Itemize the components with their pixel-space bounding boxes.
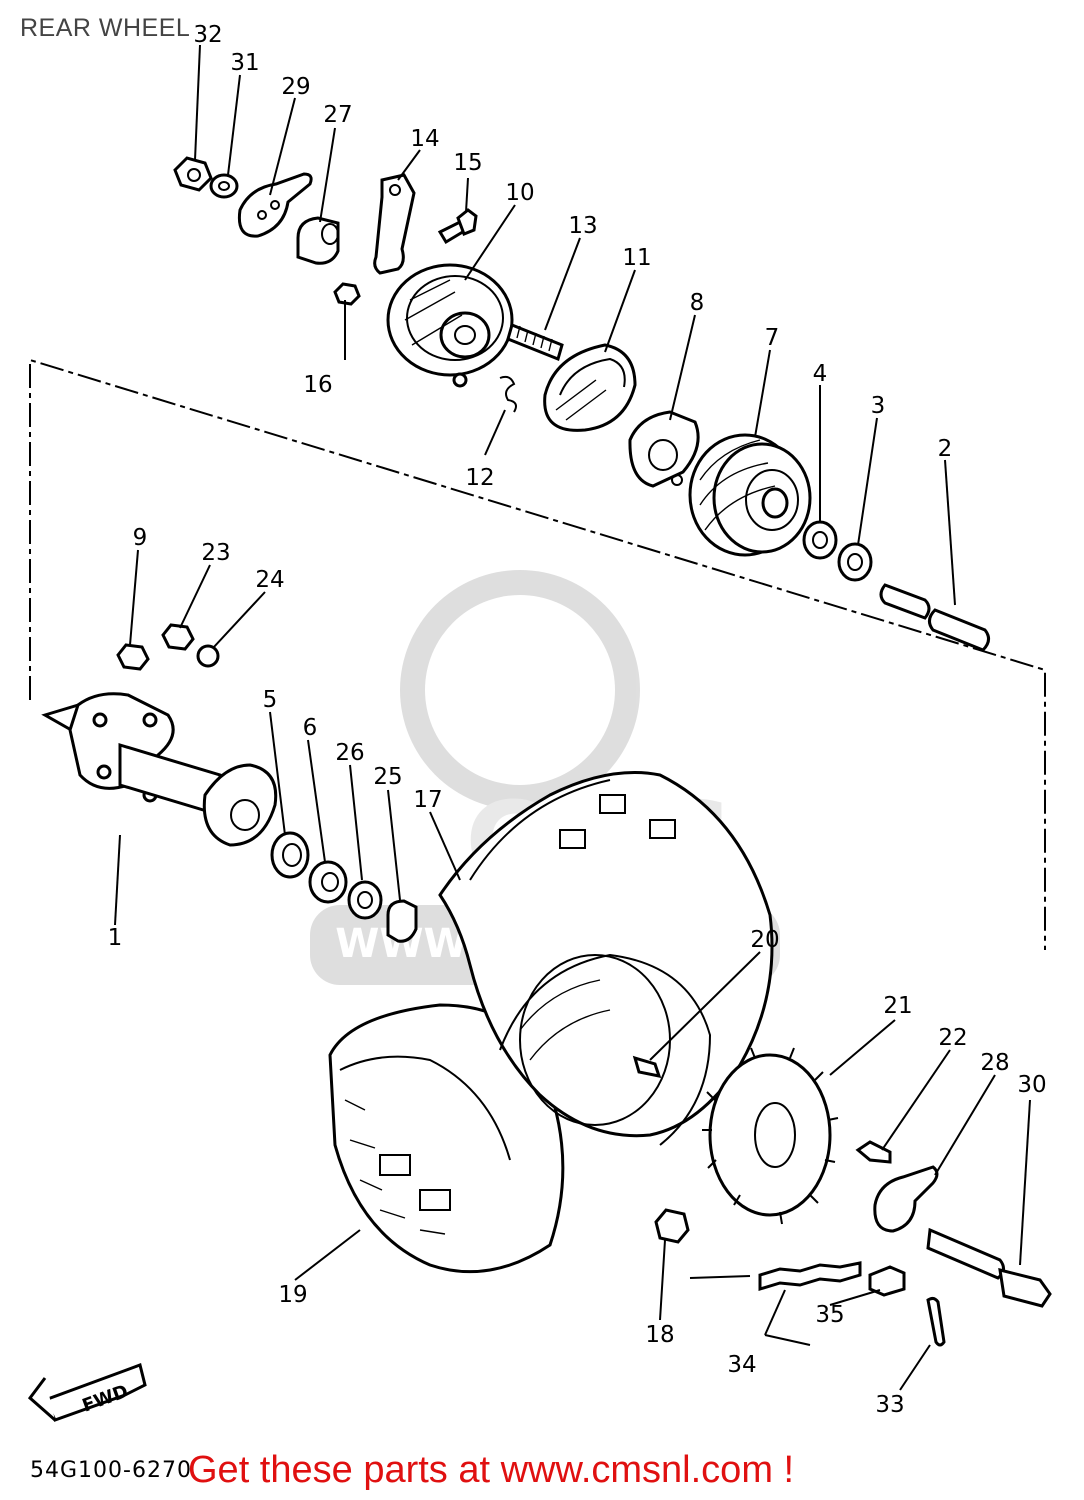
spring-12 [499, 375, 517, 413]
callout-33: 33 [875, 1392, 904, 1418]
bolt-15 [437, 208, 478, 245]
callout-23: 23 [201, 540, 230, 566]
callout-32: 32 [193, 22, 222, 48]
nut-23 [161, 623, 195, 651]
spacer-2 [879, 583, 990, 652]
callout-10: 10 [505, 180, 534, 206]
nut-18 [654, 1208, 690, 1244]
brake-panel-10 [386, 263, 514, 388]
callout-31: 31 [230, 50, 259, 76]
callout-14: 14 [410, 126, 439, 152]
bearing-4 [802, 520, 838, 560]
callout-16: 16 [303, 372, 332, 398]
spring-13 [506, 322, 564, 362]
brake-shoe-11 [543, 343, 637, 432]
leader-lines [114, 44, 1031, 1391]
sprocket-21 [702, 1047, 839, 1225]
seal-6 [308, 860, 348, 904]
callout-11: 11 [622, 245, 651, 271]
callout-30: 30 [1017, 1072, 1046, 1098]
callout-2: 2 [938, 436, 953, 462]
callout-19: 19 [278, 1282, 307, 1308]
valve-20 [632, 1055, 662, 1078]
washer-26 [347, 880, 383, 920]
callout-15: 15 [453, 150, 482, 176]
brake-drum-7 [688, 433, 812, 557]
callout-21: 21 [883, 993, 912, 1019]
bearing-5 [270, 831, 310, 879]
cam-plate-28 [873, 1165, 939, 1233]
callout-20: 20 [750, 927, 779, 953]
callout-labels: 32 31 29 27 14 15 10 13 11 16 8 7 4 3 2 … [108, 22, 1047, 1418]
callout-34: 34 [727, 1352, 756, 1378]
collar-27 [296, 216, 340, 265]
callout-4: 4 [813, 361, 828, 387]
callout-9: 9 [133, 525, 148, 551]
callout-25: 25 [373, 764, 402, 790]
drum-plate-8 [628, 410, 700, 488]
callout-24: 24 [255, 567, 284, 593]
callout-22: 22 [938, 1025, 967, 1051]
drawing-code: 54G100-6270 [30, 1458, 192, 1483]
callout-18: 18 [645, 1322, 674, 1348]
axle-bolt-30 [926, 1227, 1052, 1308]
cam-lever-14 [373, 173, 416, 275]
promo-banner[interactable]: Get these parts at www.cmsnl.com ! [188, 1449, 795, 1491]
callout-6: 6 [303, 715, 318, 741]
callout-3: 3 [871, 393, 886, 419]
master-link-35 [868, 1265, 906, 1297]
callout-12: 12 [465, 465, 494, 491]
rear-axle-1 [41, 692, 278, 847]
callout-26: 26 [335, 740, 364, 766]
oil-seal-3 [837, 542, 873, 582]
callout-8: 8 [690, 290, 705, 316]
fwd-arrow: FWD [27, 1363, 147, 1422]
nut-16 [333, 282, 361, 306]
tire-19 [328, 1003, 565, 1274]
washer-31 [209, 173, 239, 199]
callout-17: 17 [413, 787, 442, 813]
callout-29: 29 [281, 74, 310, 100]
nut-9 [116, 643, 150, 671]
cam-plate-29 [237, 172, 313, 238]
diagram-title: REAR WHEEL [20, 14, 191, 42]
callout-27: 27 [323, 102, 352, 128]
callout-35: 35 [815, 1302, 844, 1328]
callout-7: 7 [765, 325, 780, 351]
callout-28: 28 [980, 1050, 1009, 1076]
cotter-pin-33 [926, 1296, 946, 1347]
bolt-22 [855, 1140, 892, 1164]
nut-32 [173, 156, 213, 192]
callout-1: 1 [108, 925, 123, 951]
collar-25 [386, 899, 418, 943]
callout-13: 13 [568, 213, 597, 239]
washer-24 [196, 644, 220, 668]
assembly-frame [29, 358, 1046, 950]
wheel-rim-17 [438, 771, 774, 1146]
drive-chain-34 [689, 1261, 862, 1292]
callout-5: 5 [263, 687, 278, 713]
